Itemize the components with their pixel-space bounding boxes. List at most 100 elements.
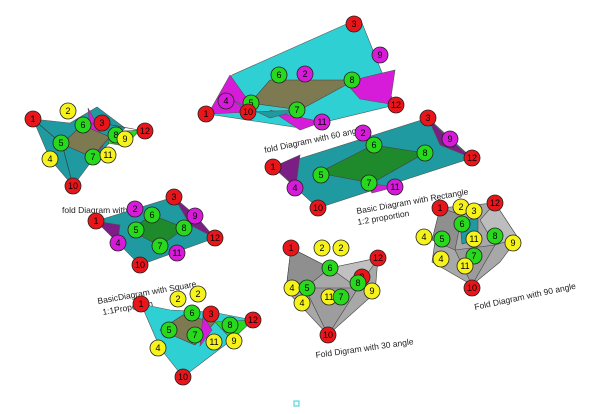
vertex-node: 8 [416, 144, 434, 162]
vertex-circle [41, 150, 59, 168]
vertex-circle [126, 200, 144, 218]
vertex-node: 7 [332, 288, 350, 306]
vertex-node: 7 [84, 148, 102, 166]
vertex-circle [371, 46, 389, 64]
vertex-circle [288, 101, 306, 119]
vertex-node: 11 [386, 178, 404, 196]
vertex-circle [431, 199, 449, 217]
vertex-node: 9 [371, 46, 389, 64]
vertex-label: 3 [208, 309, 213, 319]
vertex-label: 4 [438, 254, 443, 264]
vertex-circle [270, 66, 288, 84]
vertex-label: 4 [421, 232, 426, 242]
vertex-circle [64, 177, 82, 195]
vertex-label: 1 [30, 114, 35, 124]
vertex-node: 4 [432, 250, 450, 268]
vertex-node: 7 [360, 174, 378, 192]
vertex-node: 6 [74, 116, 92, 134]
vertex-circle [93, 114, 111, 132]
vertex-label: 9 [369, 286, 374, 296]
vertex-node: 9 [441, 130, 459, 148]
vertex-circle [504, 234, 522, 252]
vertex-label: 2 [360, 128, 365, 138]
vertex-circle [264, 158, 282, 176]
vertex-node: 1 [282, 239, 300, 257]
vertex-label: 2 [175, 294, 180, 304]
vertex-label: 2 [458, 202, 463, 212]
vertex-node: 1 [132, 295, 150, 313]
vertex-node: 2 [332, 239, 350, 257]
vertex-label: 5 [304, 283, 309, 293]
vertex-circle [136, 122, 154, 140]
vertex-node: 4 [283, 279, 301, 297]
vertex-label: 8 [422, 148, 427, 158]
vertex-label: 7 [192, 330, 197, 340]
vertex-label: 2 [302, 69, 307, 79]
vertex-node: 11 [168, 244, 186, 262]
vertex-circle [313, 113, 331, 131]
vertex-label: 7 [338, 292, 343, 302]
vertex-circle [463, 149, 481, 167]
vertex-label: 1 [203, 109, 208, 119]
vertex-circle [296, 65, 314, 83]
vertex-label: 11 [324, 292, 333, 302]
vertex-label: 9 [231, 336, 236, 346]
vertex-label: 10 [135, 260, 145, 270]
vertex-node: 9 [504, 234, 522, 252]
vertex-label: 6 [149, 210, 154, 220]
vertex-circle [309, 199, 327, 217]
vertex-circle [169, 290, 187, 308]
caption-line: fold Diagram with 60 angle [62, 205, 163, 215]
vertex-circle [186, 326, 204, 344]
vertex-node: 5 [298, 279, 316, 297]
vertex-node: 1 [87, 212, 105, 230]
vertex-node: 4 [41, 150, 59, 168]
vertex-label: 4 [223, 96, 228, 106]
vertex-label: 7 [366, 178, 371, 188]
vertex-label: 11 [317, 117, 326, 127]
vertex-label: 12 [210, 233, 220, 243]
vertex-label: 11 [103, 150, 112, 160]
vertex-circle [313, 239, 331, 257]
vertex-node: 6 [143, 206, 161, 224]
vertex-circle [217, 92, 235, 110]
vertex-label: 8 [227, 320, 232, 330]
vertex-node: 12 [206, 229, 224, 247]
vertex-circle [293, 294, 311, 312]
vertex-node: 2 [189, 285, 207, 303]
vertex-label: 2 [195, 289, 200, 299]
vertex-circle [197, 105, 215, 123]
vertex-label: 1 [93, 216, 98, 226]
vertex-node: 9 [363, 282, 381, 300]
vertex-circle [202, 305, 220, 323]
vertex-label: 7 [157, 241, 162, 251]
vertex-label: 1 [270, 162, 275, 172]
vertex-node: 6 [365, 136, 383, 154]
vertex-node: 10 [463, 279, 481, 297]
vertex-circle [354, 124, 372, 142]
vertex-label: 4 [115, 238, 120, 248]
vertex-node: 7 [186, 326, 204, 344]
vertex-circle [456, 257, 474, 275]
vertex-label: 11 [172, 248, 181, 258]
vertex-circle [186, 207, 204, 225]
vertex-node: 5 [433, 230, 451, 248]
vertex-circle [189, 285, 207, 303]
vertex-circle [349, 274, 367, 292]
vertex-node: 5 [127, 221, 145, 239]
selection-handle[interactable] [293, 400, 300, 407]
vertex-node: 3 [465, 202, 483, 220]
vertex-label: 6 [459, 219, 464, 229]
vertex-label: 2 [319, 243, 324, 253]
vertex-label: 4 [47, 154, 52, 164]
vertex-circle [239, 103, 257, 121]
vertex-label: 6 [80, 120, 85, 130]
vertex-circle [244, 311, 262, 329]
vertex-label: 4 [155, 343, 160, 353]
vertex-circle [225, 332, 243, 350]
vertex-circle [24, 110, 42, 128]
vertex-label: 6 [327, 263, 332, 273]
vertex-label: 7 [90, 152, 95, 162]
vertex-node: 3 [419, 109, 437, 127]
